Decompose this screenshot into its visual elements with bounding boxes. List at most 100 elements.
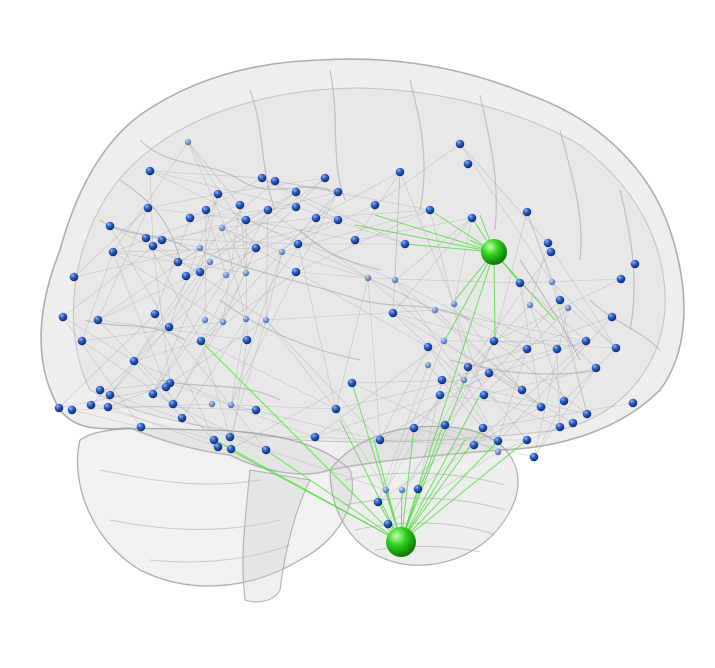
brain-region-node (201, 205, 211, 215)
brain-region-node (431, 306, 439, 314)
hub-edge (374, 214, 495, 253)
brain-region-node (395, 167, 405, 177)
connectivity-edge (483, 394, 561, 428)
connectivity-edge (467, 251, 552, 368)
hub-edge (400, 419, 446, 543)
connectivity-edge (181, 318, 247, 419)
brain-region-node (261, 445, 271, 455)
connectivity-edge (97, 319, 215, 441)
brain-region-node (320, 173, 330, 183)
brain-region-node (522, 435, 532, 445)
brain-region-node (293, 239, 303, 249)
brain-region-node (218, 224, 226, 232)
connectivity-edge (200, 340, 231, 438)
connectivity-edge (147, 207, 247, 221)
connectivity-edge (221, 227, 283, 253)
brain-region-node (382, 486, 390, 494)
hub-edge (351, 382, 402, 543)
connectivity-edge (493, 340, 588, 415)
brain-region-node (409, 423, 419, 433)
connectivity-edge (394, 279, 523, 391)
brain-region-node (517, 385, 527, 395)
connectivity-edge (199, 193, 219, 273)
connectivity-edge (453, 303, 485, 396)
connectivity-edge (533, 307, 569, 458)
connectivity-edge (147, 193, 219, 209)
brain-region-node (548, 278, 556, 286)
connectivity-edge (185, 191, 297, 277)
connectivity-edge (112, 251, 174, 405)
connectivity-edge (379, 372, 490, 441)
brain-region-node (522, 344, 532, 354)
brain-region-node (209, 435, 219, 445)
brain-region-node (226, 444, 236, 454)
connectivity-edge (58, 313, 156, 409)
connectivity-edge (217, 177, 326, 195)
brain-region-node (291, 267, 301, 277)
brain-region-node (425, 205, 435, 215)
connectivity-edge (154, 313, 219, 448)
connectivity-edge (493, 211, 528, 342)
brain-region-node (469, 440, 479, 450)
brain-region-node (333, 187, 343, 197)
connectivity-edge (209, 177, 326, 263)
hub-edge (199, 339, 402, 543)
brain-region-node (555, 295, 565, 305)
connectivity-edge (200, 251, 283, 342)
connectivity-edge (71, 403, 213, 411)
connectivity-edge (230, 339, 248, 450)
connectivity-edge (152, 245, 171, 384)
connectivity-edge (315, 171, 401, 219)
connectivity-edge (169, 319, 267, 384)
connectivity-edge (133, 360, 232, 406)
brain-region-node (291, 187, 301, 197)
brain-region-node (555, 422, 565, 432)
brain-region-node (161, 382, 171, 392)
connectivity-edge (295, 209, 431, 273)
connectivity-edge (185, 219, 339, 277)
hub-node-cerebellar (386, 527, 416, 557)
connectivity-edge (81, 340, 174, 405)
connectivity-edge (556, 348, 561, 428)
brain-region-node (93, 315, 103, 325)
connectivity-edge (133, 340, 202, 362)
brain-region-node (164, 322, 174, 332)
brain-region-node (201, 316, 209, 324)
hub-edge (400, 394, 481, 543)
connectivity-edge (463, 379, 499, 442)
connectivity-edge (177, 219, 339, 263)
connectivity-edge (267, 191, 339, 211)
brain-region-node (206, 258, 214, 266)
connectivity-edge (473, 406, 542, 446)
brain-region-node (54, 403, 64, 413)
brainstem-surface (242, 469, 311, 603)
brain-region-node (463, 159, 473, 169)
brain-region-node (628, 398, 638, 408)
connectivity-edge (152, 274, 227, 395)
brain-region-node (559, 396, 569, 406)
connectivity-edge (488, 372, 574, 424)
connectivity-edge (374, 143, 461, 206)
connectivity-edge (274, 180, 431, 211)
connectivity-edge (533, 367, 597, 458)
brain-region-node (543, 238, 553, 248)
brain-region-node (213, 189, 223, 199)
brain-region-node (424, 361, 432, 369)
connectivity-edge (459, 143, 549, 244)
connectivity-edge (265, 209, 269, 321)
brain-region-node (263, 205, 273, 215)
brain-region-node (455, 139, 465, 149)
connectivity-edge (392, 217, 473, 314)
brain-region-node (515, 278, 525, 288)
connectivity-edge (394, 217, 473, 281)
connectivity-edge (467, 348, 528, 368)
connectivity-edge (377, 364, 429, 503)
connectivity-edge (109, 326, 170, 396)
brain-region-node (219, 318, 227, 326)
connectivity-edge (62, 316, 142, 428)
brain-region-node (105, 221, 115, 231)
brain-region-node (145, 166, 155, 176)
brain-region-node (278, 248, 286, 256)
connectivity-edge (149, 170, 263, 179)
brain-region-node (222, 271, 230, 279)
